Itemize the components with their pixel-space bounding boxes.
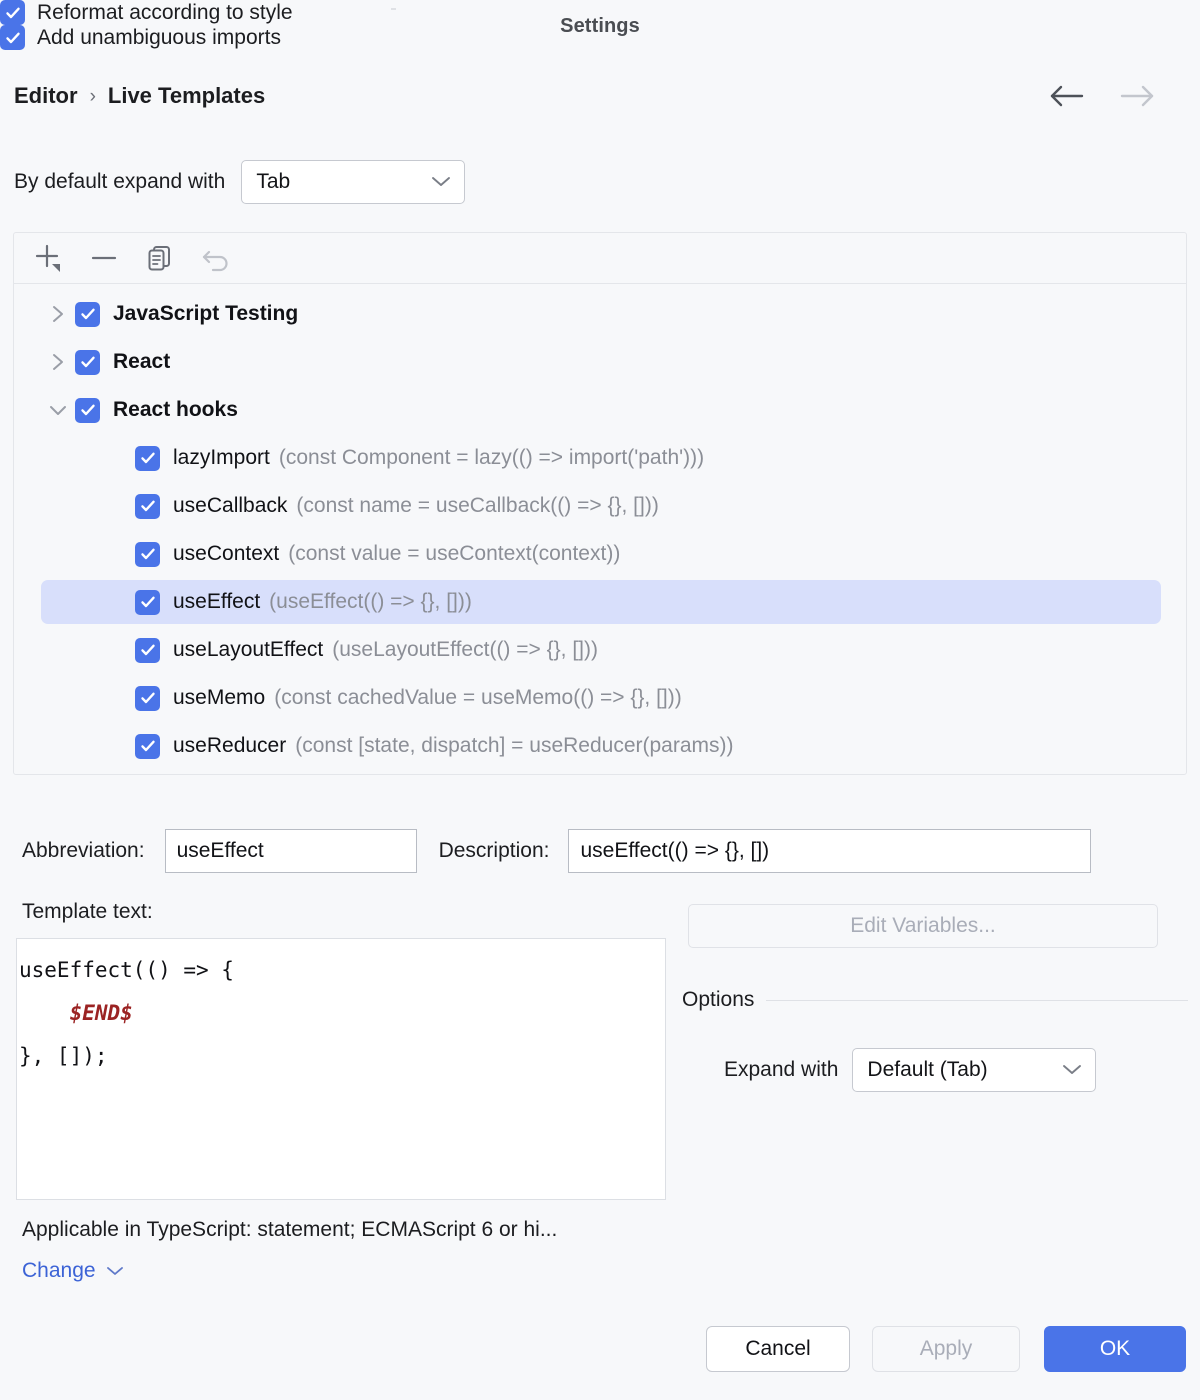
tree-item-name: lazyImport: [173, 446, 270, 469]
dialog-footer: Cancel Apply OK: [0, 1304, 1200, 1400]
remove-icon[interactable]: [87, 241, 121, 275]
chevron-down-icon: [430, 170, 452, 194]
tree-item-description: (useLayoutEffect(() => {}, [])): [332, 638, 598, 661]
tree-item-row[interactable]: useReducer (const [state, dispatch] = us…: [14, 722, 1186, 770]
tree-item-name: useContext: [173, 542, 280, 565]
templates-tree-list[interactable]: JavaScript Testing React React hooks: [14, 284, 1186, 770]
tree-item-description: (useEffect(() => {}, [])): [269, 590, 472, 613]
abbreviation-description-row: Abbreviation: useEffect Description: use…: [0, 828, 1200, 874]
tree-item-checkbox[interactable]: [135, 685, 160, 711]
applicable-context-text: Applicable in TypeScript: statement; ECM…: [22, 1218, 558, 1241]
tree-item-description: (const Component = lazy(() => import('pa…: [278, 446, 705, 469]
tree-item-description: (const cachedValue = useMemo(() => {}, […: [274, 686, 682, 709]
tree-item-row-selected[interactable]: useEffect (useEffect(() => {}, [])): [14, 578, 1186, 626]
tree-item-checkbox[interactable]: [135, 493, 160, 519]
breadcrumb-current: Live Templates: [107, 83, 266, 108]
abbreviation-label: Abbreviation:: [22, 839, 145, 862]
tree-item-checkbox[interactable]: [135, 589, 160, 615]
expand-with-combo[interactable]: Default (Tab): [852, 1048, 1097, 1092]
breadcrumb: Editor › Live Templates: [14, 83, 265, 109]
options-group-divider: [766, 999, 1188, 1001]
imports-label: Add unambiguous imports: [37, 25, 281, 49]
arrow-right-icon: [1116, 82, 1158, 110]
chevron-right-icon[interactable]: [41, 303, 75, 325]
tree-item-checkbox[interactable]: [135, 541, 160, 567]
tree-group-row[interactable]: React: [14, 338, 1186, 386]
apply-button: Apply: [872, 1326, 1020, 1372]
tree-group-row[interactable]: React hooks: [14, 386, 1186, 434]
tree-group-label: React: [113, 350, 171, 373]
revert-icon: [199, 241, 233, 275]
breadcrumb-root[interactable]: Editor: [14, 83, 78, 108]
tree-item-description: (const name = useCallback(() => {}, [])): [296, 494, 659, 517]
template-variable-end: $END$: [69, 1001, 133, 1025]
window-speck-artifact: [391, 8, 396, 10]
duplicate-icon[interactable]: [143, 241, 177, 275]
title-bar: Settings: [0, 0, 1200, 52]
tree-item-name: useCallback: [173, 494, 288, 517]
tree-item-row[interactable]: useCallback (const name = useCallback(()…: [14, 482, 1186, 530]
template-text-editor[interactable]: useEffect(() => { $END$ }, []);: [16, 938, 666, 1200]
change-context-link[interactable]: Change: [22, 1259, 125, 1283]
tree-item-name: useEffect: [173, 590, 261, 613]
arrow-left-icon[interactable]: [1048, 82, 1090, 110]
default-expand-value: Tab: [256, 170, 291, 193]
tree-item-name: useLayoutEffect: [173, 638, 324, 661]
tree-toolbar: [14, 233, 1186, 284]
imports-checkbox[interactable]: [0, 25, 25, 50]
chevron-down-icon: [1061, 1058, 1083, 1082]
expand-with-row: Expand with Default (Tab): [724, 1048, 1097, 1092]
tree-item-name: useReducer: [173, 734, 287, 757]
imports-option-row[interactable]: Add unambiguous imports: [0, 25, 1200, 50]
tree-item-name: useMemo: [173, 686, 266, 709]
tree-item-row[interactable]: useContext (const value = useContext(con…: [14, 530, 1186, 578]
window-title: Settings: [560, 14, 640, 37]
tree-group-checkbox[interactable]: [75, 301, 100, 327]
tree-item-description: (const [state, dispatch] = useReducer(pa…: [295, 734, 734, 757]
description-label: Description:: [438, 839, 550, 862]
chevron-down-icon: [105, 1259, 125, 1283]
navigation-arrows: [1048, 82, 1158, 110]
default-expand-combo[interactable]: Tab: [241, 160, 466, 204]
default-expand-row: By default expand with Tab: [14, 160, 466, 204]
tree-item-checkbox[interactable]: [135, 445, 160, 471]
tree-item-checkbox[interactable]: [135, 733, 160, 759]
tree-group-checkbox[interactable]: [75, 349, 100, 375]
tree-item-checkbox[interactable]: [135, 637, 160, 663]
breadcrumb-separator-icon: ›: [89, 86, 96, 107]
options-group-title: Options: [682, 988, 755, 1011]
template-line-2: $END$: [17, 992, 665, 1035]
reformat-checkbox[interactable]: [0, 0, 25, 25]
tree-item-row[interactable]: useLayoutEffect (useLayoutEffect(() => {…: [14, 626, 1186, 674]
ok-button[interactable]: OK: [1044, 1326, 1186, 1372]
description-input[interactable]: useEffect(() => {}, []): [568, 829, 1092, 873]
template-text-label: Template text:: [22, 900, 153, 923]
template-line-1: useEffect(() => {: [19, 958, 234, 982]
tree-item-row[interactable]: useMemo (const cachedValue = useMemo(() …: [14, 674, 1186, 722]
tree-group-row[interactable]: JavaScript Testing: [14, 290, 1186, 338]
tree-item-row[interactable]: lazyImport (const Component = lazy(() =>…: [14, 434, 1186, 482]
tree-group-label: React hooks: [113, 398, 238, 421]
chevron-down-icon[interactable]: [41, 401, 75, 419]
expand-with-label: Expand with: [724, 1058, 839, 1081]
breadcrumb-row: Editor › Live Templates: [0, 76, 1200, 116]
change-context-label: Change: [22, 1259, 96, 1282]
options-group: Options Expand with Default (Tab): [682, 988, 1188, 1188]
options-group-header: Options: [682, 988, 1188, 1012]
template-line-3: }, []);: [19, 1044, 108, 1068]
edit-variables-button: Edit Variables...: [688, 904, 1158, 948]
chevron-right-icon[interactable]: [41, 351, 75, 373]
tree-group-label: JavaScript Testing: [113, 302, 299, 325]
add-icon[interactable]: [31, 241, 65, 275]
templates-tree-panel: JavaScript Testing React React hooks: [13, 232, 1187, 775]
expand-with-value: Default (Tab): [867, 1058, 988, 1081]
reformat-option-row[interactable]: Reformat according to style: [0, 0, 1200, 25]
tree-group-checkbox[interactable]: [75, 397, 100, 423]
abbreviation-input[interactable]: useEffect: [164, 829, 417, 873]
default-expand-label: By default expand with: [14, 170, 226, 193]
reformat-label: Reformat according to style: [37, 0, 293, 24]
cancel-button[interactable]: Cancel: [706, 1326, 850, 1372]
tree-item-description: (const value = useContext(context)): [288, 542, 621, 565]
template-line-2-indent: [19, 1001, 70, 1025]
